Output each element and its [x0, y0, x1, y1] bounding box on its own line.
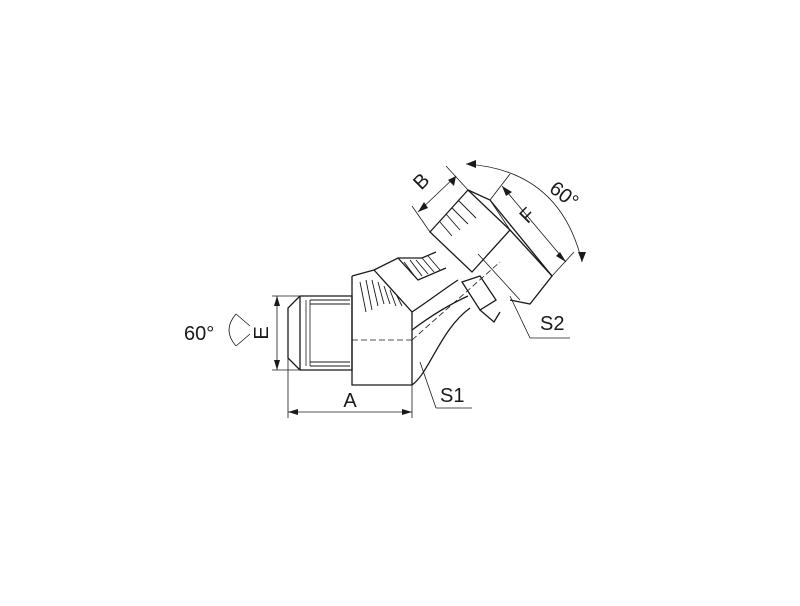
- label-s2: S2: [540, 313, 564, 335]
- label-f: F: [516, 204, 540, 228]
- leader-s2: S2: [509, 295, 570, 339]
- dimension-a: A: [287, 358, 413, 418]
- center-lines: [352, 261, 501, 341]
- leader-s1: S1: [419, 361, 472, 409]
- angle-left: 60°: [184, 313, 251, 347]
- label-b: B: [409, 169, 434, 194]
- fitting-body: [351, 251, 471, 386]
- label-s1: S1: [440, 385, 464, 407]
- dimension-e: E: [251, 295, 300, 371]
- swivel-nut: [429, 189, 553, 323]
- male-end: [287, 295, 353, 371]
- label-angle-right: 60°: [545, 177, 582, 213]
- label-angle-left: 60°: [184, 323, 214, 345]
- label-e: E: [251, 326, 273, 339]
- label-a: A: [343, 390, 357, 412]
